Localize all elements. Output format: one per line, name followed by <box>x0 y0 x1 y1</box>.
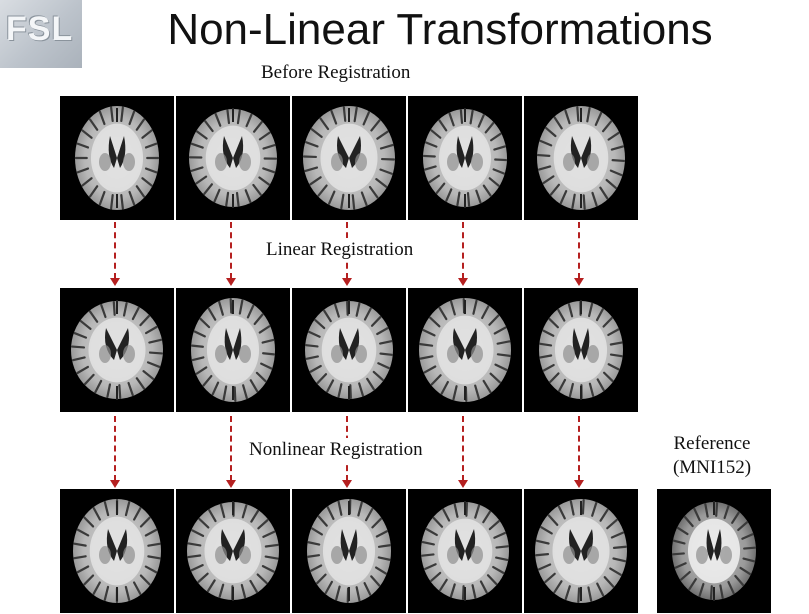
brain-scan-linear-3 <box>292 288 406 412</box>
arrow-down-5a <box>574 222 584 286</box>
arrow-down-4b <box>458 416 468 488</box>
reference-label-line1: Reference <box>673 433 751 454</box>
brain-scan-before-2 <box>176 96 290 220</box>
linear-registration-label: Linear Registration <box>263 238 417 262</box>
arrow-down-2b <box>226 416 236 488</box>
brain-scan-nonlinear-5 <box>524 489 638 613</box>
fsl-logo-text: FSL <box>6 10 74 48</box>
arrow-down-4a <box>458 222 468 286</box>
arrow-down-1a <box>110 222 120 286</box>
brain-scan-before-1 <box>60 96 174 220</box>
reference-label-line2: (MNI152) <box>672 457 752 478</box>
arrow-down-2a <box>226 222 236 286</box>
brain-scan-linear-1 <box>60 288 174 412</box>
brain-scan-nonlinear-1 <box>60 489 174 613</box>
brain-scan-nonlinear-4 <box>408 489 522 613</box>
brain-scan-linear-5 <box>524 288 638 412</box>
reference-label: Reference (MNI152) <box>648 432 776 480</box>
before-registration-label: Before Registration <box>258 61 414 85</box>
brain-scan-nonlinear-2 <box>176 489 290 613</box>
nonlinear-registration-label: Nonlinear Registration <box>246 438 426 462</box>
brain-scan-before-3 <box>292 96 406 220</box>
slide-title: Non-Linear Transformations <box>167 5 713 54</box>
brain-scan-before-4 <box>408 96 522 220</box>
brain-scan-before-5 <box>524 96 638 220</box>
brain-scan-linear-4 <box>408 288 522 412</box>
arrow-down-5b <box>574 416 584 488</box>
brain-scan-nonlinear-3 <box>292 489 406 613</box>
brain-scan-reference-mni152 <box>657 489 771 613</box>
arrow-down-1b <box>110 416 120 488</box>
brain-scan-linear-2 <box>176 288 290 412</box>
fsl-logo: FSL <box>0 0 82 68</box>
